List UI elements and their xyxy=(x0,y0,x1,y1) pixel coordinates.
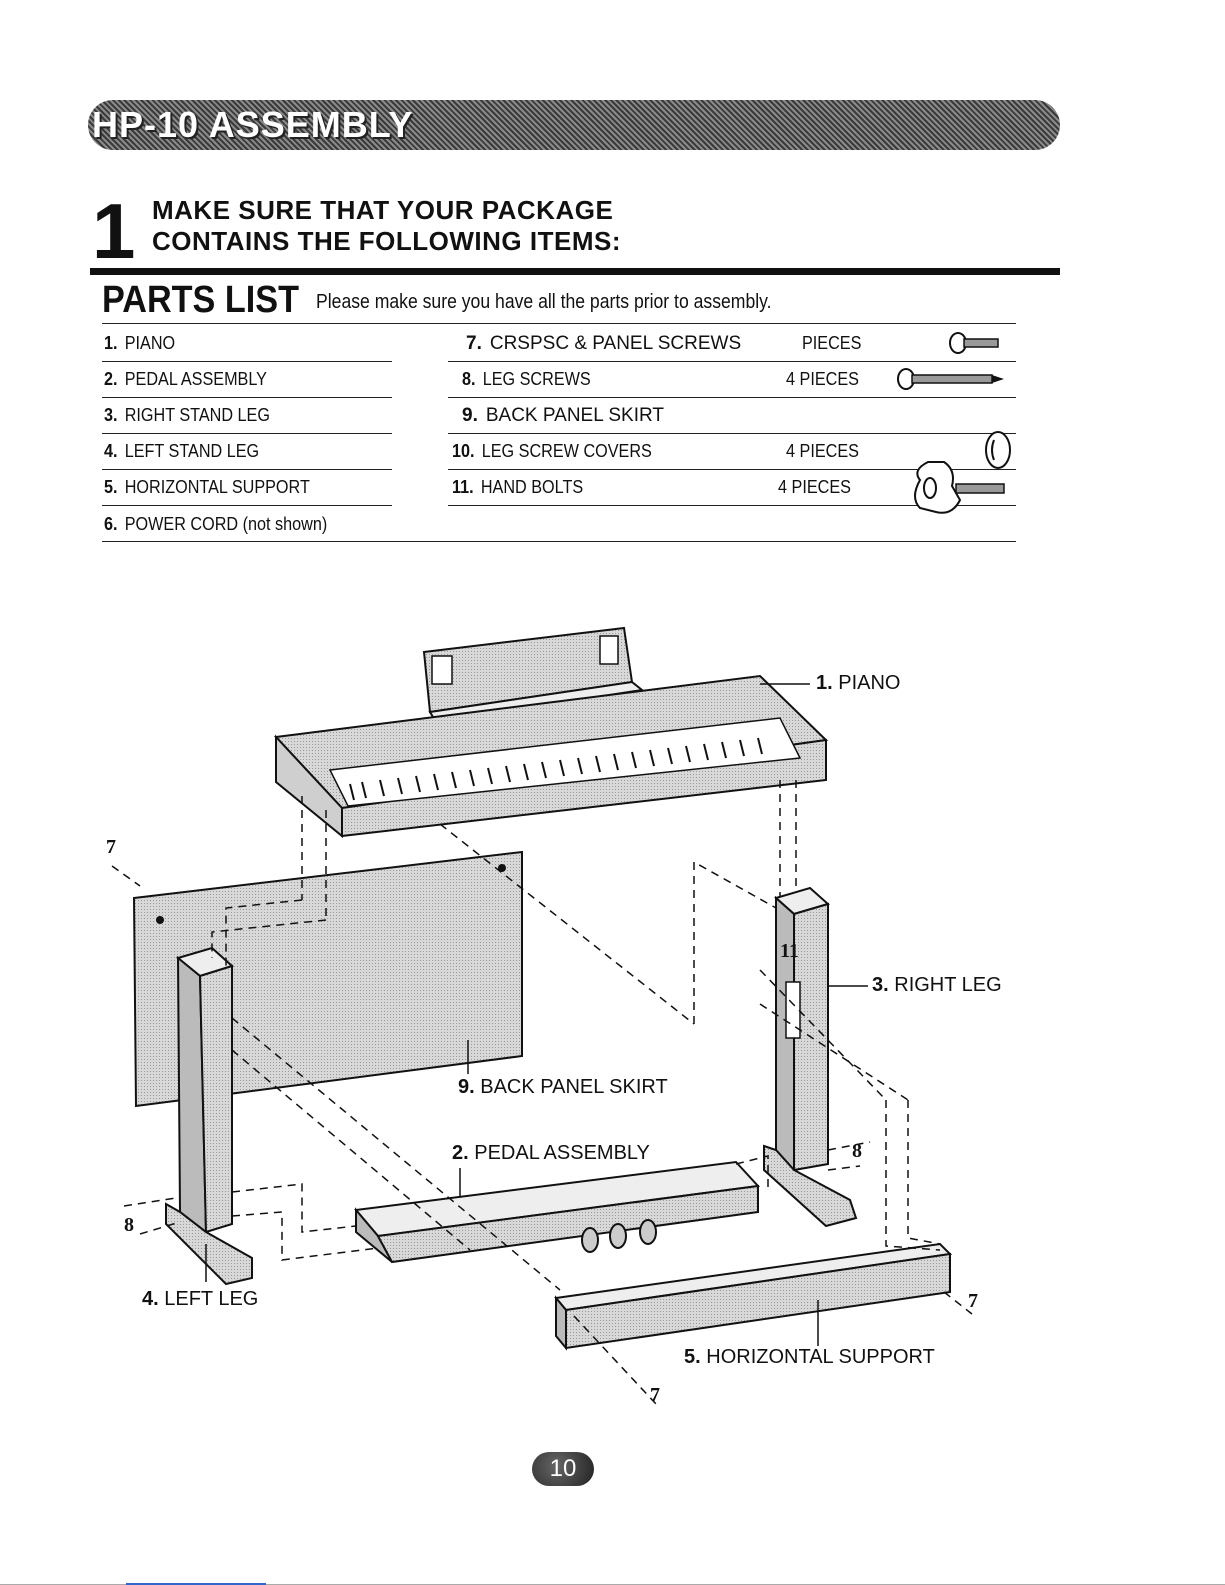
parts-list-rule xyxy=(448,505,1016,506)
screw-cover-icon xyxy=(985,431,1011,469)
parts-list-rule xyxy=(448,361,1016,362)
callout-8: 8 xyxy=(124,1214,134,1236)
parts-list-rule xyxy=(102,361,392,362)
horizontal-support-illustration xyxy=(554,1242,953,1351)
step-line-1: MAKE SURE THAT YOUR PACKAGE xyxy=(152,195,614,225)
page-number: 10 xyxy=(532,1452,594,1486)
section-banner xyxy=(88,100,1060,150)
parts-item: 10.LEG SCREW COVERS xyxy=(452,441,652,461)
callout-8: 8 xyxy=(852,1140,862,1162)
parts-item: 9.BACK PANEL SKIRT xyxy=(462,405,664,426)
parts-item: 7.CRSPSC & PANEL SCREWS xyxy=(466,333,742,354)
parts-item: 8.LEG SCREWS xyxy=(462,369,591,389)
parts-list-rule xyxy=(102,469,392,470)
label-leaders xyxy=(205,683,868,1346)
diagram-label-piano: 1. PIANO xyxy=(816,672,901,694)
diagram-label-right-leg: 3. RIGHT LEG xyxy=(872,974,1002,996)
parts-list-subtitle: Please make sure you have all the parts … xyxy=(316,291,772,313)
step-line-2: CONTAINS THE FOLLOWING ITEMS: xyxy=(152,226,621,256)
parts-list-rule xyxy=(102,541,1016,542)
panel-screw-icon xyxy=(949,332,999,354)
parts-list-rule xyxy=(448,433,1016,434)
parts-quantity: 4 PIECES xyxy=(778,477,851,497)
callout-7: 7 xyxy=(650,1384,660,1406)
parts-item: 2.PEDAL ASSEMBLY xyxy=(104,369,267,389)
parts-list-rule xyxy=(448,397,1016,398)
parts-list-rule xyxy=(448,469,1016,470)
parts-quantity: 4 PIECES xyxy=(786,369,859,389)
parts-list-rule xyxy=(102,323,1016,324)
step-number: 1 xyxy=(92,187,136,275)
parts-list-rule xyxy=(102,397,392,398)
callout-7: 7 xyxy=(968,1290,978,1312)
footer-link-underline xyxy=(126,1583,266,1585)
parts-quantity: PIECES xyxy=(802,333,862,353)
hand-bolt-icon xyxy=(914,461,1005,514)
parts-list-rule xyxy=(102,505,392,506)
diagram-label-back-panel: 9. BACK PANEL SKIRT xyxy=(458,1076,668,1098)
page-title: HP-10 ASSEMBLY xyxy=(92,104,414,145)
right-leg-illustration xyxy=(763,886,858,1228)
diagram-label-pedal: 2. PEDAL ASSEMBLY xyxy=(452,1142,650,1164)
parts-item: 4.LEFT STAND LEG xyxy=(104,441,260,461)
diagram-label-horizontal-support: 5. HORIZONTAL SUPPORT xyxy=(684,1346,935,1368)
parts-list-title: PARTS LIST xyxy=(102,279,299,321)
parts-item: 1.PIANO xyxy=(104,333,176,353)
diagram-label-left-leg: 4. LEFT LEG xyxy=(142,1288,259,1310)
assembly-guide-lines xyxy=(111,780,973,1405)
parts-list-rule xyxy=(102,433,392,434)
step-instruction: MAKE SURE THAT YOUR PACKAGE CONTAINS THE… xyxy=(152,195,621,257)
parts-item: 11.HAND BOLTS xyxy=(452,477,584,497)
parts-item: 3.RIGHT STAND LEG xyxy=(104,405,270,425)
callout-7: 7 xyxy=(106,836,116,858)
parts-item: 6.POWER CORD (not shown) xyxy=(104,514,328,534)
callout-11: 11 xyxy=(780,940,799,962)
leg-screw-icon xyxy=(897,368,1004,390)
pedal-assembly-illustration xyxy=(354,1160,761,1264)
parts-item: 5.HORIZONTAL SUPPORT xyxy=(104,477,310,497)
parts-quantity: 4 PIECES xyxy=(786,441,859,461)
section-divider xyxy=(90,268,1060,275)
left-leg-illustration xyxy=(165,946,253,1286)
